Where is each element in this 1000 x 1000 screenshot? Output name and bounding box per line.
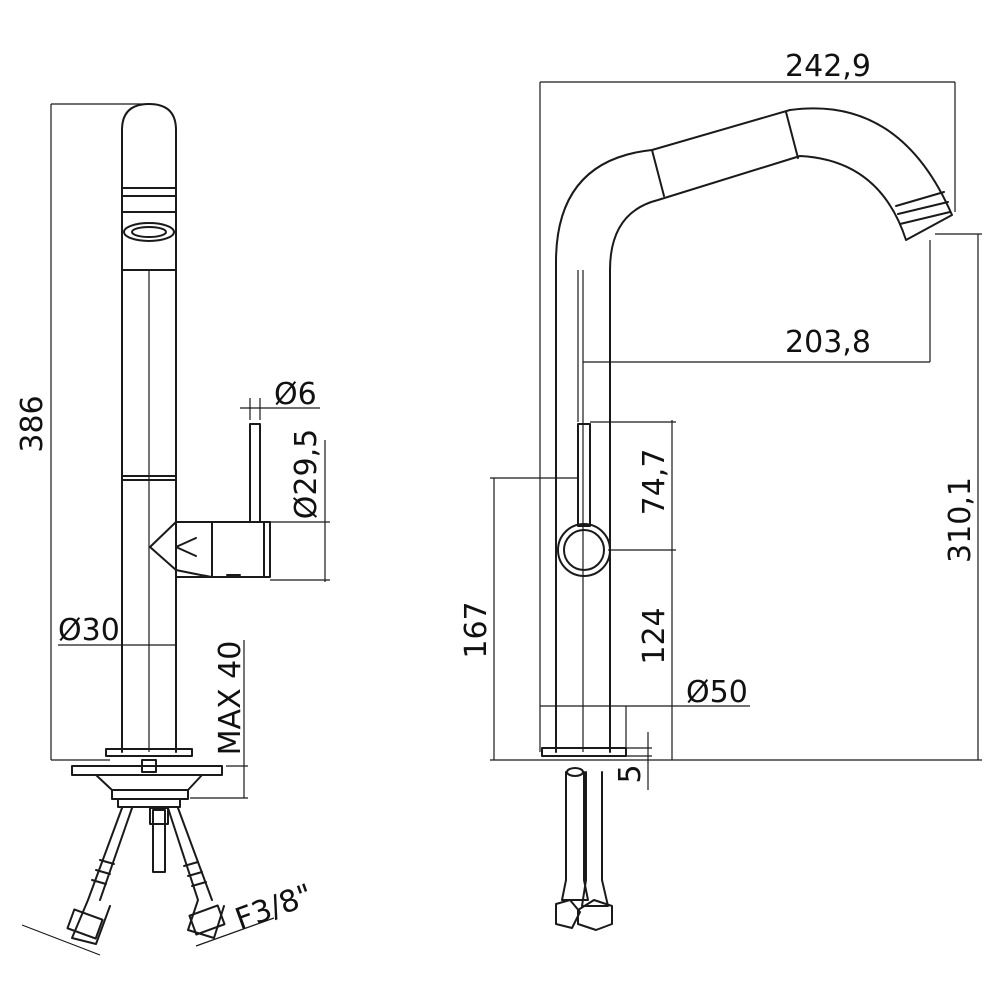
handle-front	[557, 523, 611, 577]
dim-base-diameter: Ø50	[686, 675, 748, 710]
spout	[555, 107, 953, 753]
dim-310-1: 310,1	[943, 477, 978, 563]
dim-74-7: 74,7	[637, 449, 672, 516]
dim-386: 386	[15, 395, 50, 452]
aerator	[123, 222, 175, 242]
hoses-front	[565, 771, 603, 881]
side-view: 386 Ø6 Ø29,5 Ø30 MAX 40 F3/8"	[15, 103, 330, 956]
faucet-body-side	[121, 103, 177, 753]
base-front	[541, 747, 627, 757]
lever-pin-front	[577, 423, 591, 527]
mount-side	[66, 748, 226, 945]
dim-203-8: 203,8	[785, 325, 871, 360]
lever-pin-side	[249, 423, 261, 523]
dim-167: 167	[459, 601, 494, 658]
dim-242-9: 242,9	[785, 49, 871, 84]
dim-thread: F3/8"	[231, 877, 318, 937]
handle-side	[149, 423, 271, 578]
front-view: 242,9 203,8 310,1 74,7 124 167 Ø50 5	[459, 49, 982, 931]
dim-max-40: MAX 40	[213, 641, 248, 756]
dim-124: 124	[637, 607, 672, 664]
dim-5: 5	[613, 764, 648, 783]
dim-body-diameter: Ø30	[58, 613, 120, 648]
dim-handle-diameter: Ø29,5	[289, 429, 324, 519]
dim-lever-diameter: Ø6	[274, 377, 317, 412]
stud-side	[152, 809, 166, 873]
